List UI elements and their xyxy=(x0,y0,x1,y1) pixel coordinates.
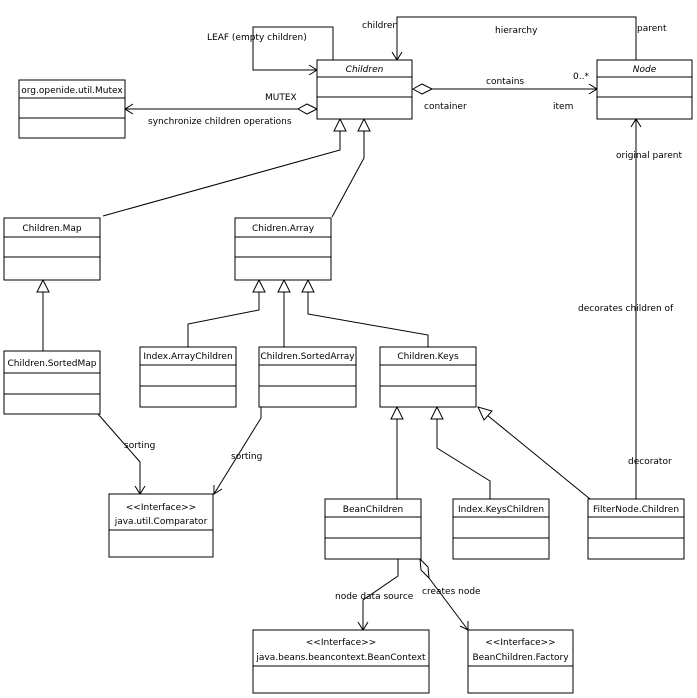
label-synchronize: synchronize children operations xyxy=(148,117,292,127)
class-children-array-name: Chidren.Array xyxy=(252,224,315,234)
class-filternode-children-name: FilterNode.Children xyxy=(593,505,679,515)
leaf-self-association xyxy=(252,26,334,71)
keyschildren-generalization xyxy=(436,419,491,499)
class-children-map-name: Children.Map xyxy=(22,224,82,234)
filternode-generalization-triangle xyxy=(477,406,493,421)
label-hierarchy: hierarchy xyxy=(495,26,538,36)
label-decorates: decorates children of xyxy=(578,304,674,314)
label-mutex-role: MUTEX xyxy=(265,93,297,103)
class-comparator-stereotype: <<Interface>> xyxy=(126,503,196,513)
keys-generalization-triangle xyxy=(301,278,315,293)
sortedmap-generalization-triangle xyxy=(36,278,50,293)
label-parent: parent xyxy=(637,24,667,34)
sortedarray-sorting-arrowhead xyxy=(213,485,223,495)
map-generalization xyxy=(102,131,341,217)
class-index-arraychildren: Index.ArrayChildren xyxy=(139,346,237,408)
label-creates-node: creates node xyxy=(422,587,481,597)
class-node: Node xyxy=(596,59,693,120)
map-generalization-triangle xyxy=(333,117,347,132)
class-children-sortedarray: Children.SortedArray xyxy=(258,346,357,408)
class-children-map: Children.Map xyxy=(3,217,101,281)
label-node-data-source: node data source xyxy=(335,592,414,602)
class-beanchildren-name: BeanChildren xyxy=(343,505,403,515)
sortedarray-generalization-triangle xyxy=(277,278,291,293)
label-contains: contains xyxy=(486,77,524,87)
class-children-sortedmap: Children.SortedMap xyxy=(3,350,101,415)
container-diamond xyxy=(411,83,434,95)
class-index-keyschildren: Index.KeysChildren xyxy=(452,498,550,560)
class-beanchildren-factory-name: BeanChildren.Factory xyxy=(472,653,569,663)
class-index-keyschildren-name: Index.KeysChildren xyxy=(458,505,544,515)
sortedarray-sorting-association xyxy=(213,407,262,495)
class-beanchildren: BeanChildren xyxy=(324,498,422,560)
class-beancontext-stereotype: <<Interface>> xyxy=(306,638,376,648)
label-container: container xyxy=(424,102,467,112)
label-sorting-left: sorting xyxy=(124,441,155,451)
class-children: Children xyxy=(316,59,413,120)
arraychildren-generalization xyxy=(187,292,260,347)
class-children-sortedmap-name: Children.SortedMap xyxy=(8,359,97,369)
class-index-arraychildren-name: Index.ArrayChildren xyxy=(143,352,232,362)
creates-node-diamond xyxy=(419,557,430,580)
class-beancontext-name: java.beans.beancontext.BeanContext xyxy=(255,653,426,663)
label-leaf: LEAF (empty children) xyxy=(207,33,307,43)
label-item: item xyxy=(553,102,573,112)
array-generalization-triangle xyxy=(357,117,371,132)
class-children-name: Children xyxy=(346,65,384,75)
label-original-parent: original parent xyxy=(616,151,682,161)
class-comparator-name: java.util.Comparator xyxy=(114,517,208,527)
keyschildren-generalization-triangle xyxy=(430,405,444,420)
class-beanchildren-factory-stereotype: <<Interface>> xyxy=(485,638,555,648)
filternode-generalization xyxy=(486,414,591,500)
creates-node-association xyxy=(428,577,469,631)
class-children-keys: Children.Keys xyxy=(379,346,477,408)
label-sorting-right: sorting xyxy=(231,452,262,462)
class-beanchildren-factory: <<Interface>> BeanChildren.Factory xyxy=(467,629,574,694)
label-children-role: children xyxy=(362,21,398,31)
class-children-keys-name: Children.Keys xyxy=(397,352,459,362)
label-multiplicity: 0..* xyxy=(573,72,589,82)
class-mutex: org.openide.util.Mutex xyxy=(18,79,126,139)
beanchildren-generalization-triangle xyxy=(390,405,404,420)
class-filternode-children: FilterNode.Children xyxy=(587,498,685,560)
class-comparator: <<Interface>> java.util.Comparator xyxy=(108,493,214,558)
class-beancontext: <<Interface>> java.beans.beancontext.Bea… xyxy=(252,629,430,694)
data-source-association xyxy=(362,559,399,630)
class-children-array: Chidren.Array xyxy=(234,217,332,281)
mutex-diamond xyxy=(296,103,319,115)
class-children-sortedarray-name: Children.SortedArray xyxy=(260,352,355,362)
label-decorator: decorator xyxy=(628,457,672,467)
array-generalization xyxy=(331,131,365,218)
class-mutex-name: org.openide.util.Mutex xyxy=(21,86,123,96)
class-node-name: Node xyxy=(633,65,657,75)
keys-generalization xyxy=(307,292,429,347)
hierarchy-association xyxy=(396,16,637,60)
arraychildren-generalization-triangle xyxy=(252,278,266,293)
sortedmap-sorting-association xyxy=(97,413,141,494)
